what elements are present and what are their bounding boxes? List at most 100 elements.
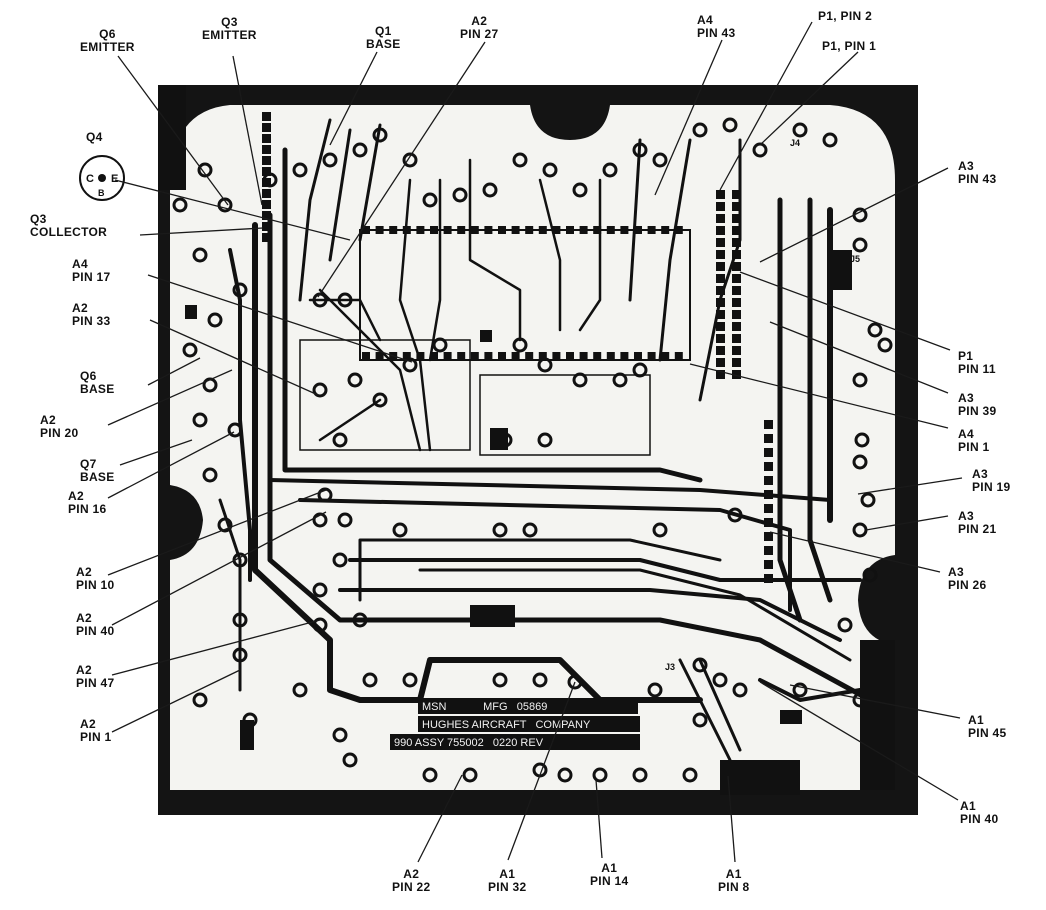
ic-pad: [470, 352, 479, 360]
via-pad: [342, 752, 358, 768]
via-pad: [727, 507, 743, 523]
via-pad: [232, 647, 248, 663]
label-a2-pin22-line2: PIN 22: [392, 880, 431, 894]
via-pad: [372, 127, 388, 143]
connector-pad: [732, 310, 741, 319]
via-pad: [602, 162, 618, 178]
via-pad: [822, 132, 838, 148]
ic-pad: [674, 226, 683, 234]
connector-pad: [732, 262, 741, 271]
leader-a4-pin43: [654, 39, 723, 196]
via-pad: [854, 432, 870, 448]
ic-pad: [634, 352, 642, 360]
label-q7-base-line2: BASE: [80, 470, 115, 484]
leader-a3-pin21: [865, 515, 949, 531]
via-pad: [192, 692, 208, 708]
silkscreen-text: J3 J4 J5: [665, 138, 860, 672]
via-pad: [202, 467, 218, 483]
via-pad: [572, 372, 588, 388]
connector-pad: [716, 358, 725, 367]
label-a3-pin21-line2: PIN 21: [958, 522, 997, 536]
via-pad: [632, 142, 648, 158]
leader-a4-pin1: [689, 363, 949, 429]
ic-pad: [606, 352, 615, 360]
connector-pad: [716, 322, 725, 331]
label-a1-pin8-line2: PIN 8: [718, 880, 750, 894]
connector-pad: [732, 274, 741, 283]
connector-pad: [732, 238, 741, 247]
label-q1-base: Q1 BASE: [366, 25, 401, 51]
via-pad: [647, 682, 663, 698]
via-pad: [402, 672, 418, 688]
via-pad: [192, 412, 208, 428]
label-a4-pin43-line2: PIN 43: [697, 26, 736, 40]
via-pad: [332, 552, 348, 568]
via-pad: [232, 282, 248, 298]
ic-pad: [593, 352, 602, 360]
silkscreen-j4: J4: [790, 138, 800, 148]
via-pad: [852, 237, 868, 253]
ic-pad: [430, 226, 438, 234]
header-pad: [262, 178, 271, 187]
ic-pad: [606, 226, 615, 234]
label-a2-pin27-line2: PIN 27: [460, 27, 499, 41]
leader-a1-pin40: [759, 681, 959, 801]
leader-q6-base: [147, 357, 201, 386]
header-pad: [262, 123, 271, 132]
label-a1-pin45-line1: A1: [968, 713, 984, 727]
name-plate-row1-bg: [418, 698, 638, 714]
label-p1-pin11: P1 PIN 11: [958, 350, 996, 376]
via-pad: [207, 312, 223, 328]
name-plate-line-2: HUGHES AIRCRAFT COMPANY: [422, 719, 591, 731]
label-q3-emitter-line1: Q3: [221, 15, 238, 29]
connector-pad: [716, 286, 725, 295]
ic-pad: [538, 352, 547, 360]
label-q1-base-line2: BASE: [366, 37, 401, 51]
label-a3-pin26: A3 PIN 26: [948, 566, 987, 592]
ic-pad: [443, 226, 452, 234]
via-pad: [792, 682, 808, 698]
label-a1-pin32: A1 PIN 32: [488, 868, 527, 894]
label-a2-pin1: A2 PIN 1: [80, 718, 112, 744]
via-pad: [492, 522, 508, 538]
header-pad: [764, 462, 773, 471]
via-pad: [732, 682, 748, 698]
leader-a3-pin26: [769, 531, 941, 573]
silkscreen-j5: J5: [850, 254, 860, 264]
connector-pad: [732, 190, 741, 199]
leader-a1-pin8: [727, 775, 736, 863]
label-a4-pin43: A4 PIN 43: [697, 14, 736, 40]
via-pad: [682, 767, 698, 783]
via-pad: [652, 522, 668, 538]
header-pad: [262, 189, 271, 198]
ic-pad-rows: [262, 112, 773, 583]
via-pad: [512, 152, 528, 168]
ic-pad: [511, 352, 520, 360]
via-pad: [652, 152, 668, 168]
ic-pad: [484, 226, 493, 234]
via-pad: [337, 292, 353, 308]
via-pad: [492, 672, 508, 688]
ic-pad: [525, 352, 534, 360]
label-a4-pin17: A4 PIN 17: [72, 258, 111, 284]
connector-pad: [716, 262, 725, 271]
ic-pad: [552, 352, 561, 360]
via-pad: [332, 432, 348, 448]
label-a2-pin20: A2 PIN 20: [40, 414, 79, 440]
header-pad: [764, 504, 773, 513]
via-pad: [172, 197, 188, 213]
ic-pad: [416, 352, 425, 360]
label-q3-collector-line2: COLLECTOR: [30, 225, 108, 239]
via-pad: [352, 142, 368, 158]
label-a2-pin16-line1: A2: [68, 489, 84, 503]
leader-a2-pin40: [111, 511, 327, 626]
header-pad: [262, 134, 271, 143]
connector-pad: [732, 226, 741, 235]
via-pad: [292, 162, 308, 178]
label-a3-pin43: A3 PIN 43: [958, 160, 997, 186]
q4-pin-b: B: [98, 188, 105, 198]
via-pad: [452, 187, 468, 203]
via-pad: [312, 582, 328, 598]
label-a2-pin10-line1: A2: [76, 565, 92, 579]
connector-pad: [732, 346, 741, 355]
